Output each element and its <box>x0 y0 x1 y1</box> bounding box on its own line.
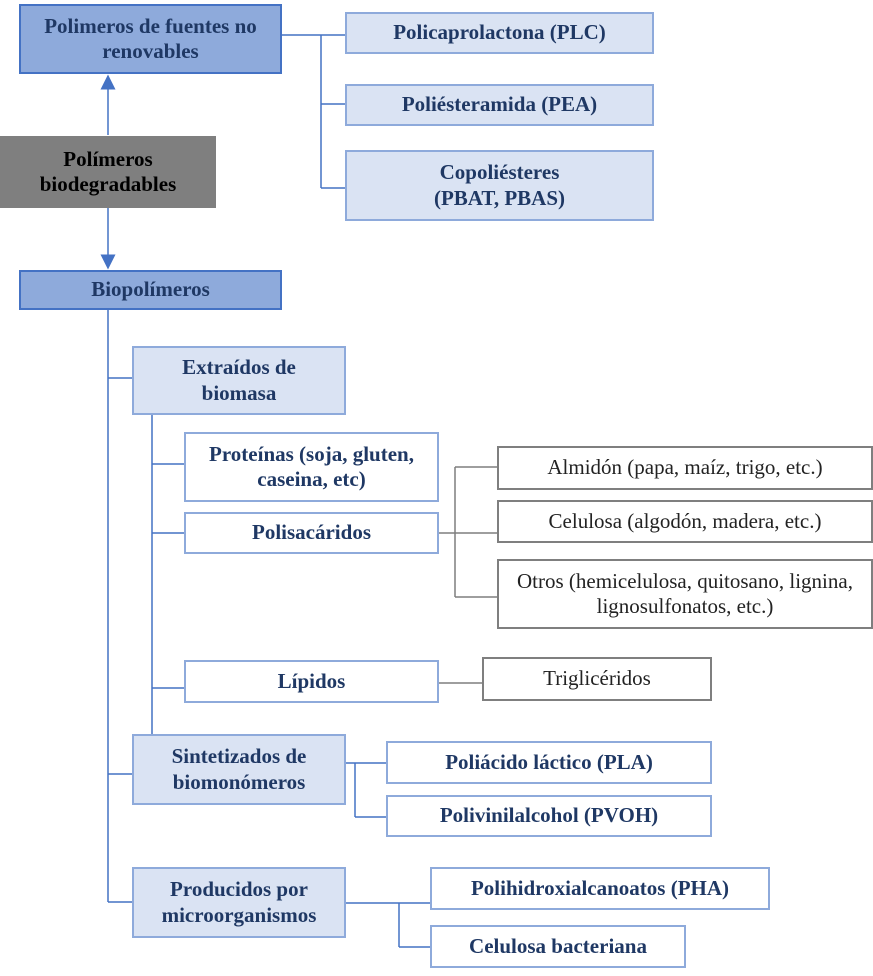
microorganisms-node: Producidos por microorganismos <box>132 867 346 938</box>
biopolymers-node: Biopolímeros <box>19 270 282 310</box>
synthesized-label: Sintetizados de biomonómeros <box>171 744 307 794</box>
root-label: Polímeros biodegradables <box>39 146 177 196</box>
non-renewable-label: Polimeros de fuentes no renovables <box>44 13 257 63</box>
lipids-label: Lípidos <box>277 668 346 693</box>
extracted-label: Extraídos de biomasa <box>182 355 296 405</box>
celulosa-node: Celulosa (algodón, madera, etc.) <box>497 500 873 543</box>
pla-node: Poliácido láctico (PLA) <box>386 741 712 784</box>
copoliesteres-label: Copoliésteres (PBAT, PBAS) <box>433 160 566 210</box>
pla-label: Poliácido láctico (PLA) <box>445 749 653 774</box>
synthesized-node: Sintetizados de biomonómeros <box>132 734 346 805</box>
trigliceridos-node: Triglicéridos <box>482 657 712 701</box>
extracted-node: Extraídos de biomasa <box>132 346 346 415</box>
otros-node: Otros (hemicelulosa, quitosano, lignina,… <box>497 559 873 629</box>
biopolymers-label: Biopolímeros <box>91 277 210 302</box>
trigliceridos-label: Triglicéridos <box>543 666 651 691</box>
plc-label: Policaprolactona (PLC) <box>393 20 606 45</box>
proteins-node: Proteínas (soja, gluten, caseina, etc) <box>184 432 439 502</box>
polysaccharides-node: Polisacáridos <box>184 512 439 554</box>
lipids-node: Lípidos <box>184 660 439 703</box>
pea-label: Poliésteramida (PEA) <box>401 92 598 117</box>
celulosa-bacteriana-label: Celulosa bacteriana <box>469 933 647 958</box>
pvoh-label: Polivinilalcohol (PVOH) <box>439 803 659 828</box>
proteins-label: Proteínas (soja, gluten, caseina, etc) <box>209 441 414 491</box>
almidon-label: Almidón (papa, maíz, trigo, etc.) <box>547 455 823 480</box>
celulosa-bacteriana-node: Celulosa bacteriana <box>430 925 686 968</box>
microorganisms-label: Producidos por microorganismos <box>161 877 317 927</box>
pha-label: Polihidroxialcanoatos (PHA) <box>470 875 730 900</box>
root-node: Polímeros biodegradables <box>0 136 216 208</box>
plc-node: Policaprolactona (PLC) <box>345 12 654 54</box>
otros-label: Otros (hemicelulosa, quitosano, lignina,… <box>517 568 853 618</box>
non-renewable-node: Polimeros de fuentes no renovables <box>19 4 282 74</box>
polysaccharides-label: Polisacáridos <box>252 520 371 545</box>
pea-node: Poliésteramida (PEA) <box>345 84 654 126</box>
almidon-node: Almidón (papa, maíz, trigo, etc.) <box>497 446 873 490</box>
celulosa-label: Celulosa (algodón, madera, etc.) <box>548 508 822 533</box>
pvoh-node: Polivinilalcohol (PVOH) <box>386 795 712 837</box>
pha-node: Polihidroxialcanoatos (PHA) <box>430 867 770 910</box>
copoliesteres-node: Copoliésteres (PBAT, PBAS) <box>345 150 654 221</box>
